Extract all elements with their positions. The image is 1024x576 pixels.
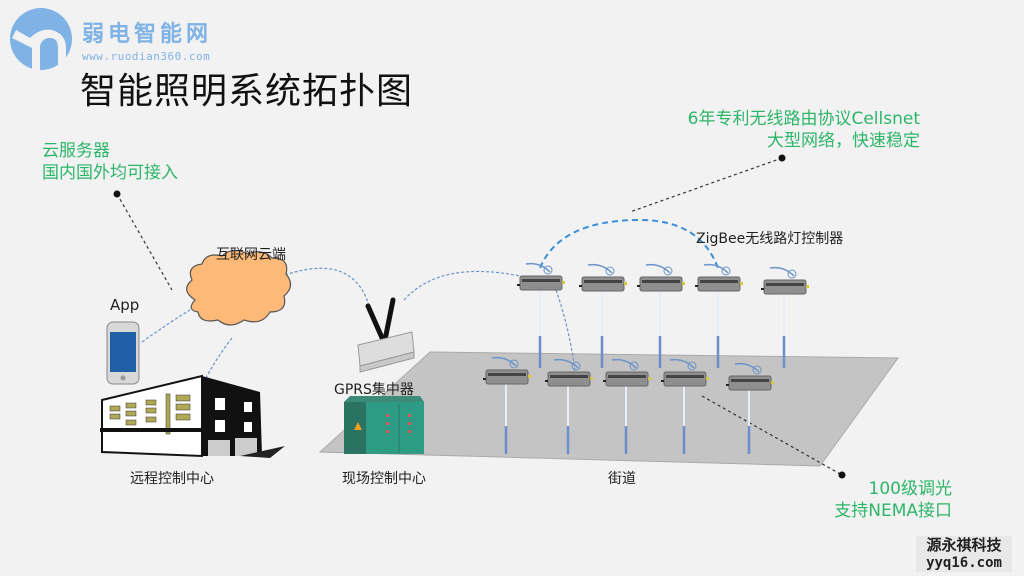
watermark: 源永祺科技 yyq16.com: [916, 536, 1012, 572]
internet-cloud-icon: [186, 249, 292, 326]
watermark-line2: yyq16.com: [926, 555, 1002, 571]
annotation-line: 大型网络，快速稳定: [767, 131, 920, 151]
link-gprs-controller: [403, 270, 521, 301]
annotation-leader-dimming: [701, 395, 843, 476]
annotation-line: 支持NEMA接口: [834, 501, 952, 521]
link-zigbee-mesh: [539, 218, 719, 269]
gprs-concentrator-icon: [357, 297, 415, 373]
link-cloud-gprs: [284, 267, 373, 319]
annotation-cloud-server: 云服务器 国内国外均可接入: [42, 140, 178, 184]
annotation-line: 100级调光: [868, 479, 952, 499]
annotation-dot-cloud: [113, 190, 121, 198]
label-gprs: GPRS集中器: [334, 382, 414, 398]
label-remote-center: 远程控制中心: [130, 471, 214, 487]
label-site-center: 现场控制中心: [342, 471, 426, 487]
site-control-cabinet-icon: [344, 396, 424, 454]
annotation-line: 6年专利无线路由协议Cellsnet: [687, 109, 920, 129]
zigbee-controller-icon: [726, 362, 774, 454]
label-internet-cloud: 互联网云端: [216, 247, 286, 263]
watermark-line1: 源永祺科技: [926, 536, 1002, 554]
label-street: 街道: [608, 471, 636, 487]
zigbee-controller-icon: [637, 263, 685, 368]
logo-url: www.ruodian360.com: [82, 50, 211, 63]
smartphone-icon: [106, 321, 140, 385]
zigbee-controller-icon: [661, 358, 709, 454]
label-app: App: [110, 296, 140, 314]
annotation-dot-router: [778, 154, 786, 162]
zigbee-controller-icon: [761, 266, 809, 368]
annotation-dimming: 100级调光 支持NEMA接口: [834, 478, 952, 522]
zigbee-controller-icon: [517, 262, 565, 368]
zigbee-controller-icon: [603, 358, 651, 454]
annotation-leader-cloud: [116, 193, 173, 291]
zigbee-controller-icon: [483, 356, 531, 454]
annotation-line: 云服务器: [42, 141, 110, 161]
zigbee-controller-icon: [579, 263, 627, 368]
annotation-leader-router: [629, 157, 783, 213]
annotation-routing-protocol: 6年专利无线路由协议Cellsnet 大型网络，快速稳定: [688, 108, 920, 152]
link-cloud-center: [204, 337, 233, 381]
zigbee-controller-icon: [695, 263, 743, 368]
remote-control-building-icon: [100, 374, 285, 458]
logo-name: 弱电智能网: [82, 22, 213, 47]
annotation-dot-dimming: [838, 471, 846, 479]
link-app-cloud: [141, 309, 191, 343]
page-title: 智能照明系统拓扑图: [80, 71, 414, 112]
label-zigbee: ZigBee无线路灯控制器: [696, 231, 844, 247]
logo-icon: [10, 8, 72, 70]
annotation-line: 国内国外均可接入: [42, 163, 178, 183]
zigbee-controller-icon: [545, 358, 593, 454]
